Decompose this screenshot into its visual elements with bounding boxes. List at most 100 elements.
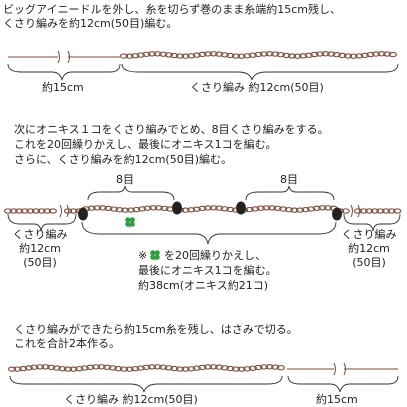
chain-stitch [353,208,363,214]
break-mark [59,204,69,218]
chain-stitch [290,207,299,213]
chain-stitch [304,52,313,58]
chain-stitch [310,51,319,58]
chain-stitch [114,366,123,372]
chain-stitch [251,206,260,212]
chain-stitch [271,51,280,57]
chain-stitch [115,207,124,213]
chain-stitch [276,365,285,371]
chain-stitch [170,52,179,59]
chain-stitch [315,51,325,57]
chain-stitch [343,53,353,59]
chain-stitch [259,51,269,57]
chain-stitch [87,205,96,211]
step3-line2: これを合計2本作る。 [14,337,120,350]
chain-stitch [226,206,235,213]
chain-stitch [318,205,327,211]
chain-stitch [338,52,347,59]
chain-stitch [147,364,157,370]
chain-stitch [215,51,224,57]
chain-stitch [256,205,265,211]
chain-stitch [299,53,308,59]
step3-chain-label: くさり編み 約12cm(50目) [64,393,198,406]
chain-stitch [388,51,397,58]
chain-stitch [131,366,140,372]
chain-stitch [209,205,218,211]
chain-stitch [147,51,157,57]
chain-stitch [159,364,168,370]
chain-stitch [91,364,101,370]
step1-chain [119,51,397,59]
step2-gap-braces [87,185,335,201]
chain-stitch [170,365,179,372]
chain-stitch [312,205,321,211]
chain-stitch [365,208,374,214]
chain-stitch [393,208,402,214]
chain-stitch [41,364,50,370]
chain-stitch [104,205,113,212]
chain-stitch [136,365,145,371]
chain-stitch [321,51,330,57]
chain-stitch [237,53,246,59]
chain-stitch [203,51,213,57]
chain-stitch [203,205,213,211]
chain-stitch [198,205,207,212]
chain-stitch [267,205,277,211]
chain-stitch [198,51,207,58]
chain-stitch [175,53,185,59]
chain-stitch [360,52,369,58]
chain-stitch [377,51,386,57]
chain-stitch [248,52,257,58]
chain-stitch [282,52,291,59]
chain-stitch [237,366,246,372]
chain-stitch [376,208,385,214]
chain-stitch [265,51,274,57]
clover-icon [150,250,160,261]
break-mark [350,204,360,218]
chain-stitch [7,366,17,372]
chain-stitch [149,205,158,211]
step1-braces [7,63,399,81]
chain-stitch [198,364,207,371]
clover-icon [125,217,135,228]
onyx-bead [236,201,246,215]
chain-stitch [265,364,274,370]
chain-stitch [175,366,185,372]
chain-stitch [159,51,168,57]
note-line2: 最後にオニキス1コを編む。 [138,264,277,277]
chain-stitch [226,52,235,59]
chain-stitch [69,208,78,214]
left-chain-label-3: (50目) [23,256,57,269]
chain-stitch [287,53,297,59]
chain-stitch [243,366,252,372]
chain-stitch [248,365,257,371]
step3-line1: くさり編みができたら約15cm糸を残し、はさみで切る。 [14,323,298,336]
chain-stitch [103,364,112,370]
chain-stitch [136,52,145,58]
chain-stitch [279,206,288,212]
step3-chain [7,364,285,372]
chain-stitch [121,207,130,213]
chain-stitch [220,365,229,371]
note-line1: を20回繰りかえし、 [164,249,266,262]
step1-tail-label: 約15cm [42,81,84,94]
chain-stitch [125,53,134,59]
chain-stitch [126,207,135,213]
chain-stitch [86,364,95,370]
step1-chain-label: くさり編み 約12cm(50目) [190,81,324,94]
chain-stitch [13,366,22,372]
chain-stitch [271,364,280,370]
chain-stitch [301,207,310,213]
chain-stitch [187,366,196,372]
chain-stitch [370,208,379,214]
chain-stitch [243,53,252,59]
chain-stitch [209,364,218,370]
step1-line2: くさり編みを約12cm(50目)編む。 [3,17,178,30]
chain-stitch [26,208,35,214]
chain-stitch [58,366,67,372]
chain-stitch [323,205,333,211]
chain-stitch [273,205,282,211]
chain-stitch [69,366,78,372]
onyx-bead [332,207,342,221]
